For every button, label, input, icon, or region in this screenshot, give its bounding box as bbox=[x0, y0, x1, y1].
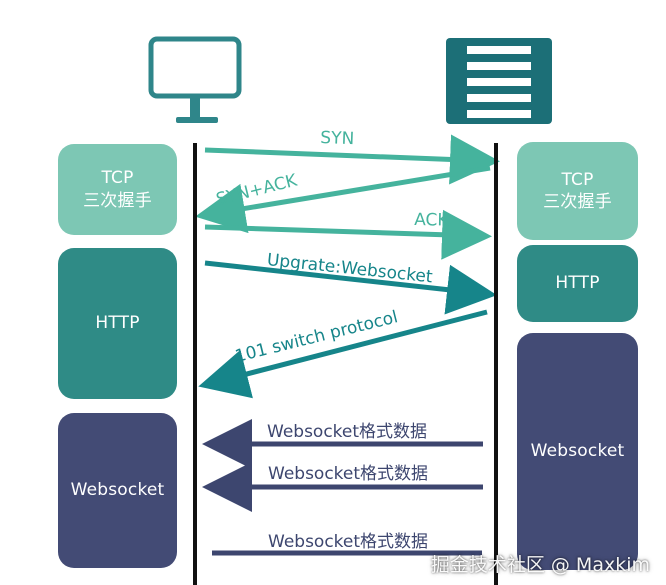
client-websocket-box: Websocket bbox=[58, 413, 177, 568]
websocket-data-label-3: Websocket格式数据 bbox=[268, 532, 429, 552]
client-http-label: HTTP bbox=[95, 313, 140, 334]
client-websocket-label: Websocket bbox=[70, 480, 165, 501]
syn-arrow bbox=[204, 134, 500, 185]
client-tcp-label: TCP bbox=[101, 168, 134, 189]
server-handshake-label: 三次握手 bbox=[543, 192, 612, 212]
client-tcp-box: TCP 三次握手 bbox=[58, 144, 177, 235]
client-handshake-label: 三次握手 bbox=[83, 190, 152, 211]
server-rack-icon bbox=[446, 38, 552, 124]
ack-arrow bbox=[204, 209, 492, 260]
switch-protocol-arrow bbox=[198, 309, 488, 399]
synack-arrow bbox=[195, 165, 491, 234]
monitor-icon bbox=[148, 36, 242, 123]
server-websocket-label: Websocket bbox=[530, 441, 625, 462]
server-tcp-label: TCP bbox=[561, 169, 594, 190]
server-timeline bbox=[494, 143, 498, 585]
site-watermark: 掘金技术社区 @ Maxkim bbox=[430, 554, 650, 576]
server-websocket-box: Websocket bbox=[517, 333, 638, 570]
websocket-data-label-2: Websocket格式数据 bbox=[268, 464, 429, 484]
server-tcp-box: TCP 三次握手 bbox=[517, 142, 638, 240]
websocket-data-label-1: Websocket格式数据 bbox=[267, 422, 428, 442]
client-http-box: HTTP bbox=[58, 248, 177, 399]
server-http-box: HTTP bbox=[517, 245, 638, 322]
upgrade-arrow bbox=[204, 260, 497, 315]
ack-label: ACK bbox=[414, 210, 449, 231]
syn-label: SYN bbox=[320, 128, 355, 150]
server-http-label: HTTP bbox=[555, 273, 600, 294]
client-timeline bbox=[193, 143, 197, 585]
